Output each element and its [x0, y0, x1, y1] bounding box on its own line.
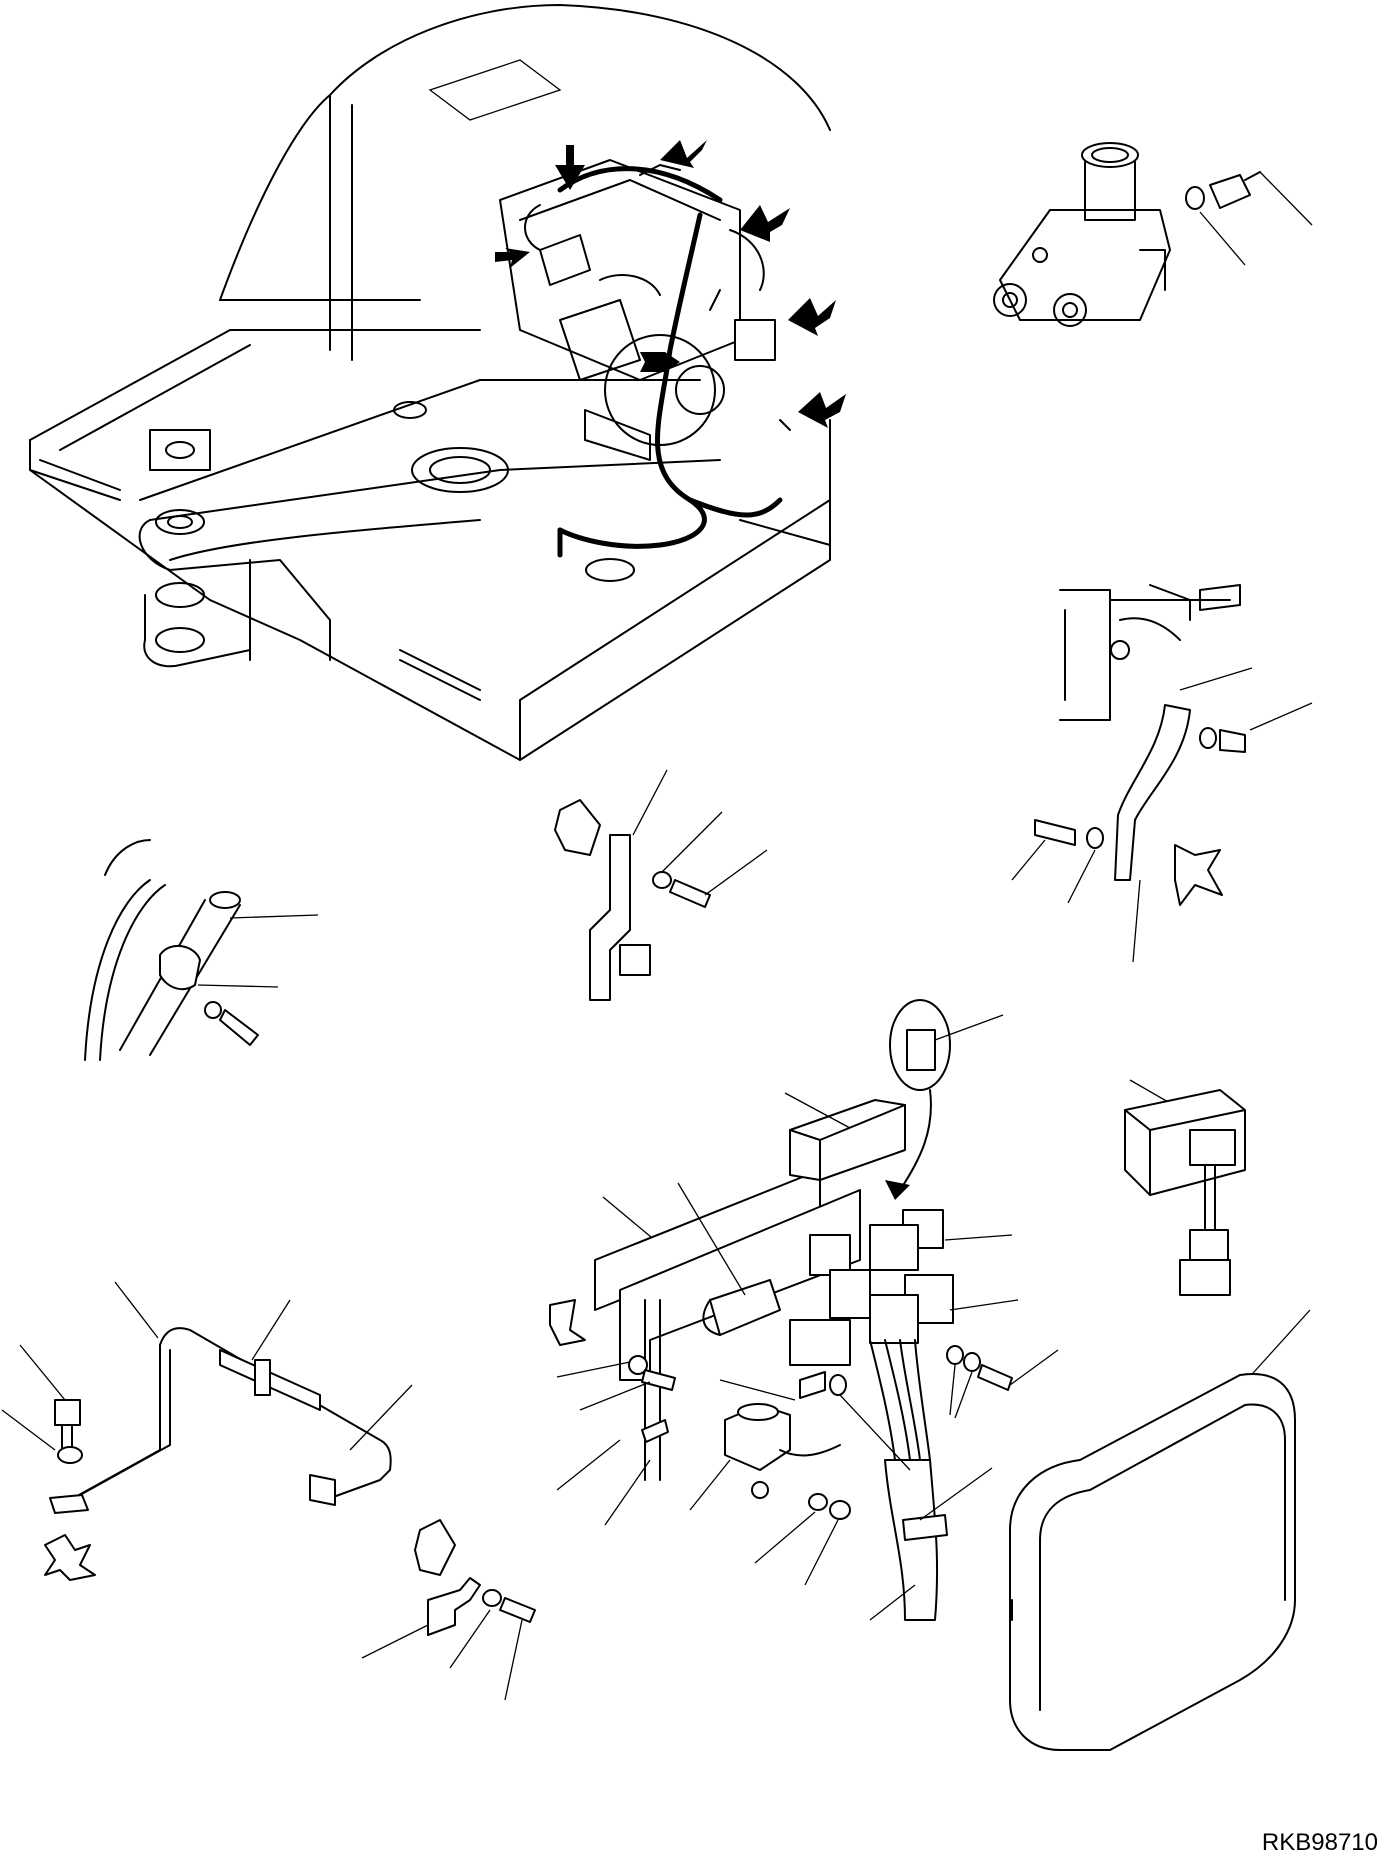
terminal-icon — [427, 1577, 481, 1636]
counterweight-outline — [219, 4, 831, 361]
relay-module-view — [1124, 1079, 1246, 1296]
bracket-view — [554, 769, 768, 1001]
ground-terminal-view — [361, 1519, 536, 1701]
controller-view — [1009, 1309, 1311, 1751]
leader-line-main — [739, 519, 831, 546]
ground-strap-icon — [1114, 704, 1191, 881]
revolving-frame-view — [29, 4, 846, 761]
swing-bracket — [138, 429, 331, 668]
arrow-4-icon — [740, 205, 790, 242]
fuse-icon — [906, 1029, 936, 1071]
clamp-icon — [159, 945, 201, 991]
washer-icon — [1185, 186, 1205, 210]
engine-assembly — [499, 159, 776, 461]
fuse-relay-panel-view — [549, 999, 1059, 1621]
pressure-switch-view — [993, 142, 1313, 327]
arrow-5-icon — [640, 352, 680, 372]
pressure-switch-icon — [1209, 174, 1251, 209]
drawing-code: RKB98710 — [1262, 1829, 1378, 1856]
relay-icon — [829, 1269, 871, 1319]
hose-clamp-view — [84, 839, 319, 1061]
fuse-box-cover-icon — [789, 1099, 906, 1181]
relay-icon — [869, 1294, 919, 1344]
arrow-1-icon — [555, 145, 585, 190]
relay-icon — [869, 1224, 919, 1271]
location-arrows — [495, 140, 846, 428]
arrow-7-icon — [798, 392, 846, 428]
bracket-icon — [589, 834, 631, 1001]
arrow-3-icon — [495, 248, 530, 268]
relay-icon — [809, 1234, 851, 1276]
frame-outline — [29, 329, 831, 761]
harness-branch — [869, 1339, 993, 1621]
arrow-6-icon — [788, 298, 836, 336]
resistor-icon — [709, 1279, 781, 1336]
tube-bracket-view — [1, 1281, 413, 1581]
controller-icon — [1009, 1373, 1296, 1751]
arrow-2-icon — [660, 140, 707, 168]
relay-group — [789, 1209, 954, 1366]
ground-strap-view — [1011, 584, 1313, 963]
